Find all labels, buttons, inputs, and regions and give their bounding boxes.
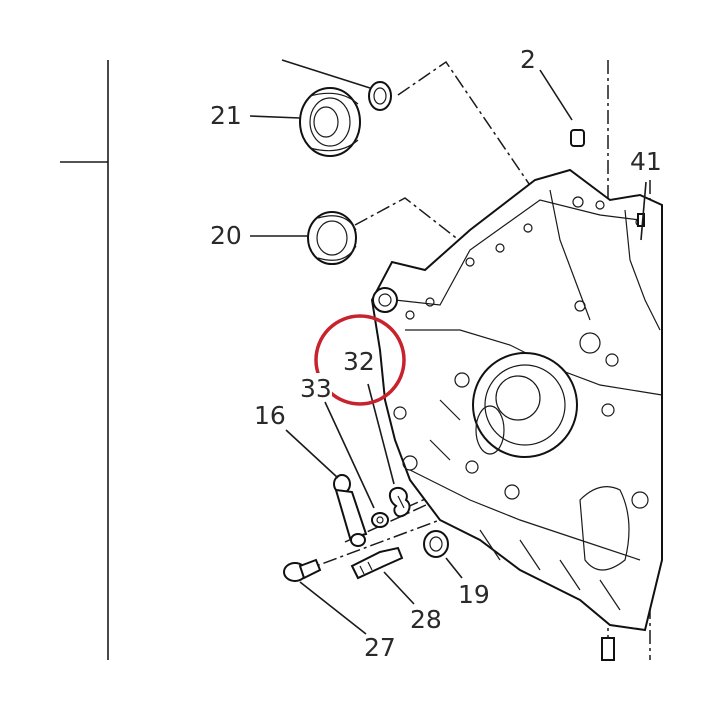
callout-labels: 21 20 2 41 32 33 16 19 28 27 [210, 45, 662, 662]
callout-33: 33 [300, 374, 332, 403]
stud-28 [350, 546, 415, 605]
bearing-21 [249, 59, 392, 157]
callout-19: 19 [458, 580, 490, 609]
crankcase-housing [370, 168, 663, 661]
bush-19 [423, 530, 463, 579]
callout-20: 20 [210, 221, 242, 250]
callout-32: 32 [343, 347, 375, 376]
callout-41: 41 [630, 147, 662, 176]
callout-16: 16 [254, 401, 286, 430]
screw-27 [283, 558, 367, 635]
page-frame [60, 60, 109, 660]
highlight-circle [314, 314, 406, 406]
pin-41 [637, 181, 647, 241]
callout-27: 27 [364, 633, 396, 662]
lever-assembly [285, 383, 411, 547]
dowel-2 [539, 69, 585, 147]
needle-bearing-20 [250, 211, 357, 265]
callout-2: 2 [520, 45, 536, 74]
callout-28: 28 [410, 605, 442, 634]
callout-21: 21 [210, 101, 242, 130]
